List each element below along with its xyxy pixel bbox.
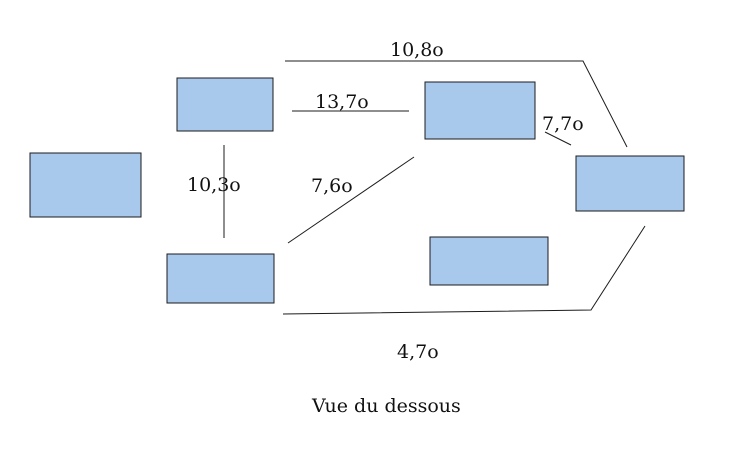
diagram-caption: Vue du dessous — [311, 395, 461, 417]
edge-label-upper-middle: 13,7o — [315, 91, 369, 113]
edge-bottom — [282, 225, 646, 315]
edge-top — [285, 60, 628, 148]
edge-right-upper — [544, 131, 572, 146]
edge-label-left-vertical: 10,3o — [187, 174, 241, 196]
edge-label-top: 10,8o — [390, 39, 444, 61]
box-bottom-left — [166, 253, 275, 304]
edge-label-bottom: 4,7o — [397, 341, 439, 363]
box-top-center — [424, 81, 536, 140]
edge-diagonal — [287, 156, 415, 244]
box-bottom-center — [429, 236, 549, 286]
box-far-left — [29, 152, 142, 218]
edge-label-diagonal: 7,6o — [311, 175, 353, 197]
box-top-left — [176, 77, 274, 132]
box-right — [575, 155, 685, 212]
edge-label-right-upper: 7,7o — [542, 113, 584, 135]
